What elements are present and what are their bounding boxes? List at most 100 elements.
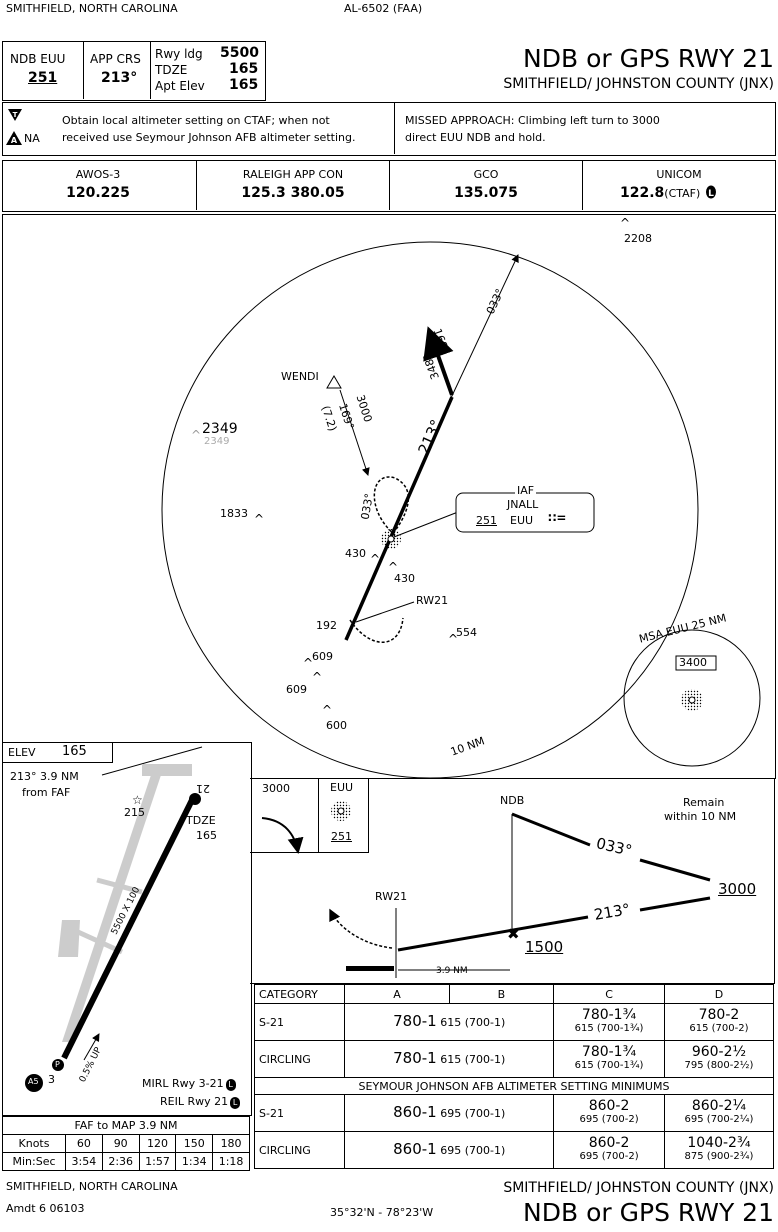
comm-gco-name: GCO: [473, 168, 499, 181]
msa-circle: [623, 629, 761, 767]
runway-bar: [346, 966, 394, 971]
knots-value: 180: [212, 1134, 250, 1153]
app-crs-label: APP CRS: [90, 52, 141, 66]
row-ab-sub: 615 (700-1): [440, 1053, 506, 1066]
fix-id: EUU: [510, 514, 534, 527]
comm-awos-freq: 120.225: [66, 185, 130, 201]
timing-header-row: FAF to MAP 3.9 NM: [2, 1116, 250, 1135]
time-value: 1:57: [138, 1152, 177, 1171]
altimeter-note-1: Obtain local altimeter setting on CTAF; …: [62, 114, 330, 127]
obstacle-430b-icon: ^: [388, 560, 399, 574]
runway-3-marker: [52, 1059, 64, 1071]
pcl-icon: L: [705, 185, 716, 199]
dist-from-faf-1: 213° 3.9 NM: [10, 770, 79, 783]
notes-divider: [394, 102, 395, 154]
row-c-main: 860-2: [588, 1098, 630, 1114]
rwy-ldg: 5500: [220, 45, 259, 61]
remain-2: within 10 NM: [664, 810, 737, 823]
iaf-leader: [393, 511, 459, 538]
apron-top: [142, 764, 192, 776]
knots-value: 90: [101, 1134, 140, 1153]
app-crs: 213°: [101, 70, 138, 86]
ndb-center: [387, 535, 395, 543]
obstacle-430a: 430: [345, 547, 366, 560]
header-b: B: [448, 984, 555, 1004]
wendi-fix-triangle: [326, 375, 342, 389]
apt-elev-label: Apt Elev: [155, 79, 205, 93]
row-d-sub: 695 (700-2¼): [684, 1114, 754, 1125]
apt-elev: 165: [229, 77, 259, 93]
obstacle-600-icon: ^: [322, 703, 333, 717]
pcl-icon: L: [225, 1079, 236, 1091]
minimums-header-row: CATEGORY A B C D: [253, 984, 775, 1004]
airport-drawing: ☆: [25, 746, 203, 1092]
row-c-sub: 695 (700-2): [579, 1114, 639, 1125]
row-ab: 860-1 695 (700-1): [344, 1131, 555, 1169]
header-category: CATEGORY: [253, 984, 346, 1004]
missed-approach-2: direct EUU NDB and hold.: [405, 131, 546, 144]
rw21-plan-label: RW21: [416, 594, 449, 607]
row-category: S-21: [253, 1094, 346, 1132]
knots-label: Knots: [1, 1134, 67, 1153]
taxiway: [62, 772, 162, 1042]
row-category: CIRCLING: [253, 1040, 346, 1078]
obstacle-192: 192: [316, 619, 337, 632]
outbound-line: [511, 812, 591, 847]
a5-symbol: [25, 1074, 43, 1092]
missed-turn: [349, 617, 404, 643]
obstacle-609b-icon: ^: [312, 670, 323, 684]
jnall-label: JNALL: [507, 498, 539, 511]
mini-ndb-center: [337, 807, 345, 815]
obstacle-430a-icon: ^: [370, 552, 381, 566]
obstacle-2349: 2349: [202, 421, 238, 437]
runway-3-21: [61, 798, 195, 1060]
header-divider-1: [83, 41, 84, 99]
tdze-diagram-value: 165: [196, 829, 217, 842]
header-divider-2: [150, 41, 151, 99]
row-c-main: 860-2: [588, 1135, 630, 1151]
inbound-line: [639, 896, 711, 912]
obstacle-609a: 609: [312, 650, 333, 663]
ndb-freq: 251: [28, 70, 58, 86]
knots-value: 120: [138, 1134, 177, 1153]
comm-unicom-freq: 122.8(CTAF) L: [620, 185, 717, 201]
minimums-table: CATEGORY A B C D S-21 780-1 615 (700-1) …: [253, 984, 775, 1169]
row-category: CIRCLING: [253, 1131, 346, 1169]
profile-ndb: NDB: [500, 794, 525, 807]
inbound-line-2: [397, 915, 589, 952]
airport-name: SMITHFIELD/ JOHNSTON COUNTY (JNX): [503, 76, 774, 92]
obstacle-554: 554: [456, 626, 477, 639]
row-ab-main: 780-1: [393, 1049, 437, 1067]
rw21-leader: [355, 601, 415, 623]
missed-approach-1: MISSED APPROACH: Climbing left turn to 3…: [405, 114, 660, 127]
mirl-text: MIRL Rwy 3-21: [142, 1077, 224, 1090]
obstacle-2208: 2208: [624, 232, 652, 245]
outbound-line-2: [639, 858, 711, 882]
beacon-icon: ☆: [132, 793, 143, 807]
msa-alt: 3400: [679, 656, 707, 669]
row-ab: 780-1 615 (700-1): [344, 1040, 555, 1078]
row-d-main: 960-2½: [691, 1044, 747, 1060]
row-d-sub: 615 (700-2): [689, 1023, 749, 1034]
alt-minimums-header: SEYMOUR JOHNSON AFB ALTIMETER SETTING MI…: [254, 1077, 774, 1095]
row-d-sub: 795 (800-2½): [684, 1060, 754, 1071]
row-c-sub: 695 (700-2): [579, 1151, 639, 1162]
row-d-main: 780-2: [698, 1007, 740, 1023]
missed-approach-course-line: [450, 254, 519, 399]
obstacle-215: 215: [124, 806, 145, 819]
profile-alt-3000: 3000: [718, 880, 757, 898]
profile-rw21: RW21: [375, 890, 408, 903]
row-ab: 780-1 615 (700-1): [344, 1003, 555, 1041]
runway-21-marker: [189, 793, 201, 805]
altimeter-note-2: received use Seymour Johnson AFB altimet…: [62, 131, 356, 144]
mini-turn-arrow: [261, 817, 304, 854]
procedure-title: NDB or GPS RWY 21: [523, 44, 774, 73]
tdze-diagram-label: TDZE: [186, 814, 216, 827]
p-label: P: [55, 1060, 60, 1069]
svg-text:A: A: [11, 136, 18, 145]
